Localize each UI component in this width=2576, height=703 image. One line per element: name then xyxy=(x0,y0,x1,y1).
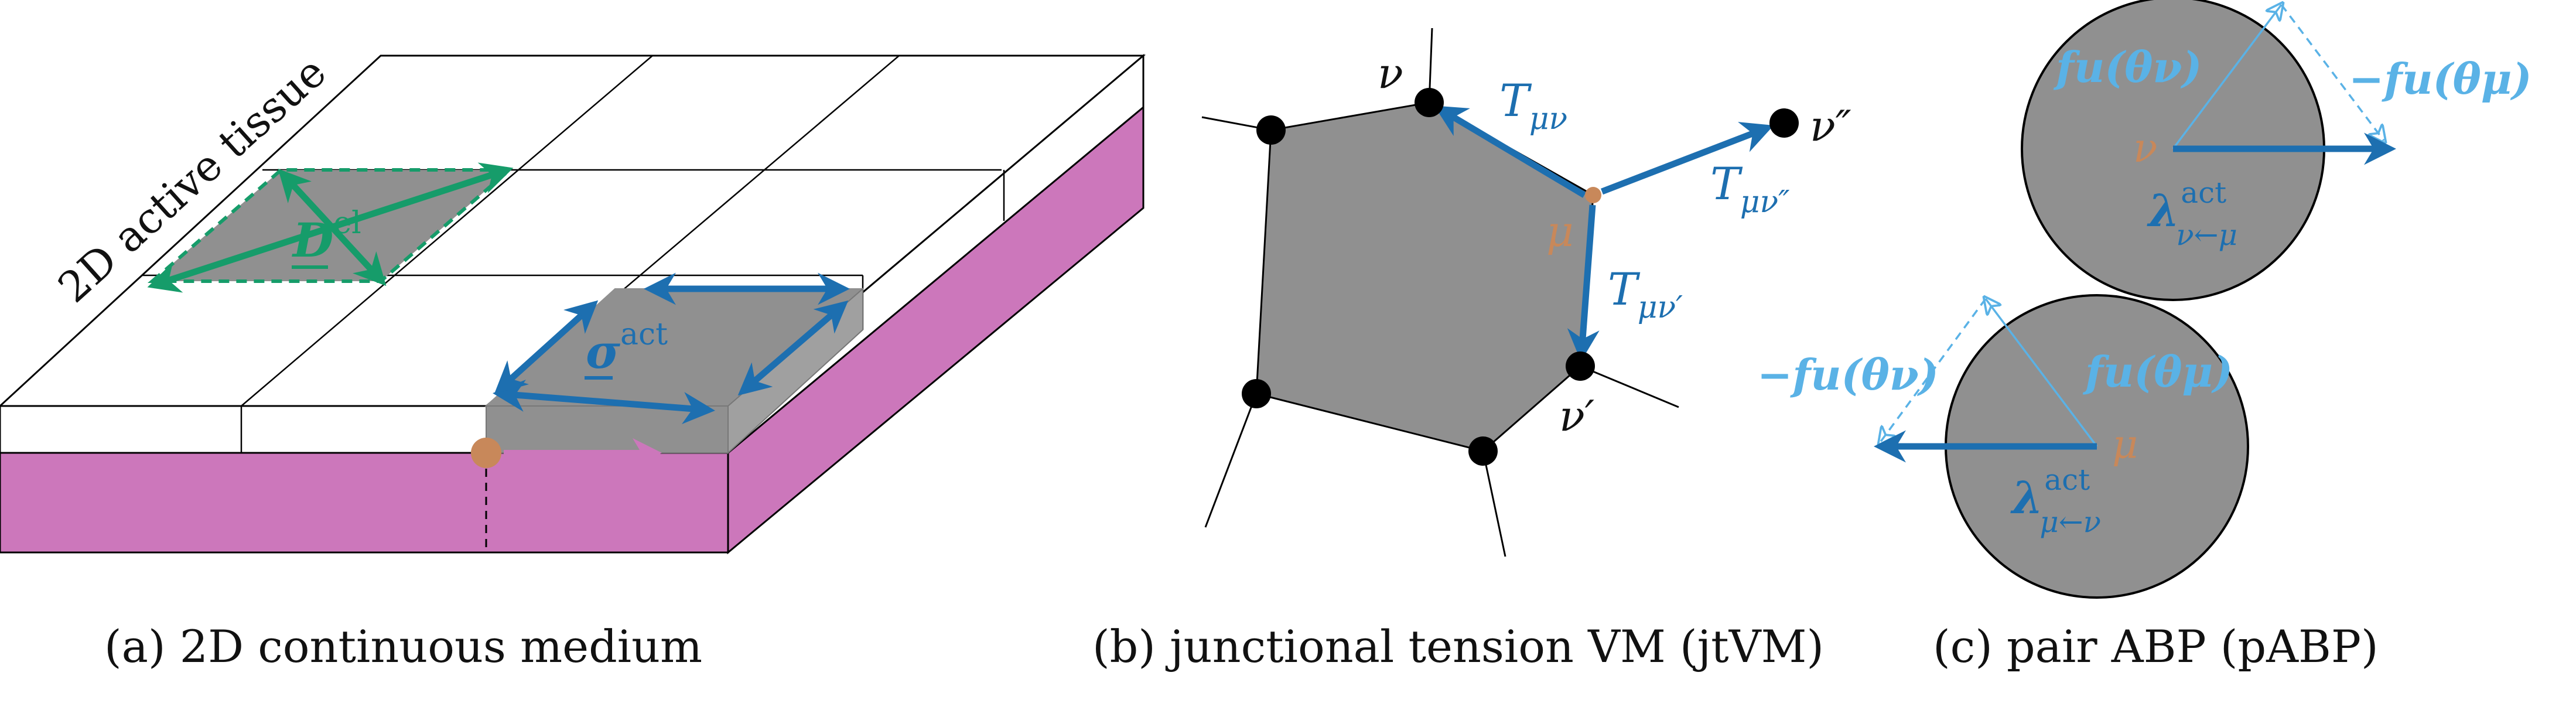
tension-label-nu-prime: Tμν′ xyxy=(1608,263,1683,325)
tension-arrow-nu-prime xyxy=(1567,204,1600,361)
top-minus-fu-label: −fu(θμ) xyxy=(2349,54,2532,104)
caption-b: (b) junctional tension VM (jtVM) xyxy=(1092,620,1824,673)
vertex-dot-a xyxy=(471,438,501,468)
minus-direction-mu xyxy=(2280,4,2384,141)
vertex-nu xyxy=(1415,88,1444,117)
direction-nu xyxy=(2172,5,2281,150)
label-nu: ν xyxy=(1378,49,1403,98)
top-fu-label: fu(θν) xyxy=(2053,42,2202,92)
outer-edges xyxy=(1201,28,1679,557)
tension-label-nu-dprime: Tμν″ xyxy=(1710,158,1790,220)
direction-mu xyxy=(1986,299,2098,448)
substrate-front xyxy=(0,452,729,554)
active-arrow-right xyxy=(737,300,849,396)
vertex-bottom xyxy=(1468,436,1498,466)
vertex-left xyxy=(1256,115,1286,145)
minus-direction-nu xyxy=(1880,298,1987,442)
active-arrow-left xyxy=(494,300,599,394)
caption-a: (a) 2D continuous medium xyxy=(104,620,702,673)
top-center-label: ν xyxy=(2133,125,2157,172)
vertex-bottom-left xyxy=(1242,379,1271,408)
vertex-nu-prime xyxy=(1566,352,1595,381)
bottom-fu-label: fu(θμ) xyxy=(2082,347,2233,397)
panel-a: Del σact 2D active tissue (a) 2D continu… xyxy=(0,47,1146,673)
vertex-mu xyxy=(1585,187,1601,203)
label-mu: μ xyxy=(1546,207,1574,256)
elastic-arrow-vertical xyxy=(278,168,387,286)
vm-cell xyxy=(1255,101,1594,452)
label-nu-dprime: ν″ xyxy=(1810,101,1851,151)
vertex-nu-dprime xyxy=(1769,108,1799,138)
active-arrow-horizontal xyxy=(493,380,715,424)
tension-arrow-nu-dprime xyxy=(1601,122,1774,195)
tension-arrow-nu xyxy=(1434,105,1586,198)
caption-c: (c) pair ABP (pABP) xyxy=(1933,620,2379,673)
tension-label-nu: Tμν xyxy=(1499,74,1567,136)
elastic-tensor-label: Del xyxy=(292,206,361,268)
active-cell-front xyxy=(486,405,729,453)
bottom-center-label: μ xyxy=(2112,422,2138,468)
panel-b: ν ν″ ν′ μ Tμν Tμν″ Tμν′ (b) junctional t… xyxy=(1092,28,1851,673)
active-stress-label: σact xyxy=(586,317,668,379)
label-nu-prime: ν′ xyxy=(1559,391,1594,441)
bottom-minus-fu-label: −fu(θν) xyxy=(1757,350,1939,400)
